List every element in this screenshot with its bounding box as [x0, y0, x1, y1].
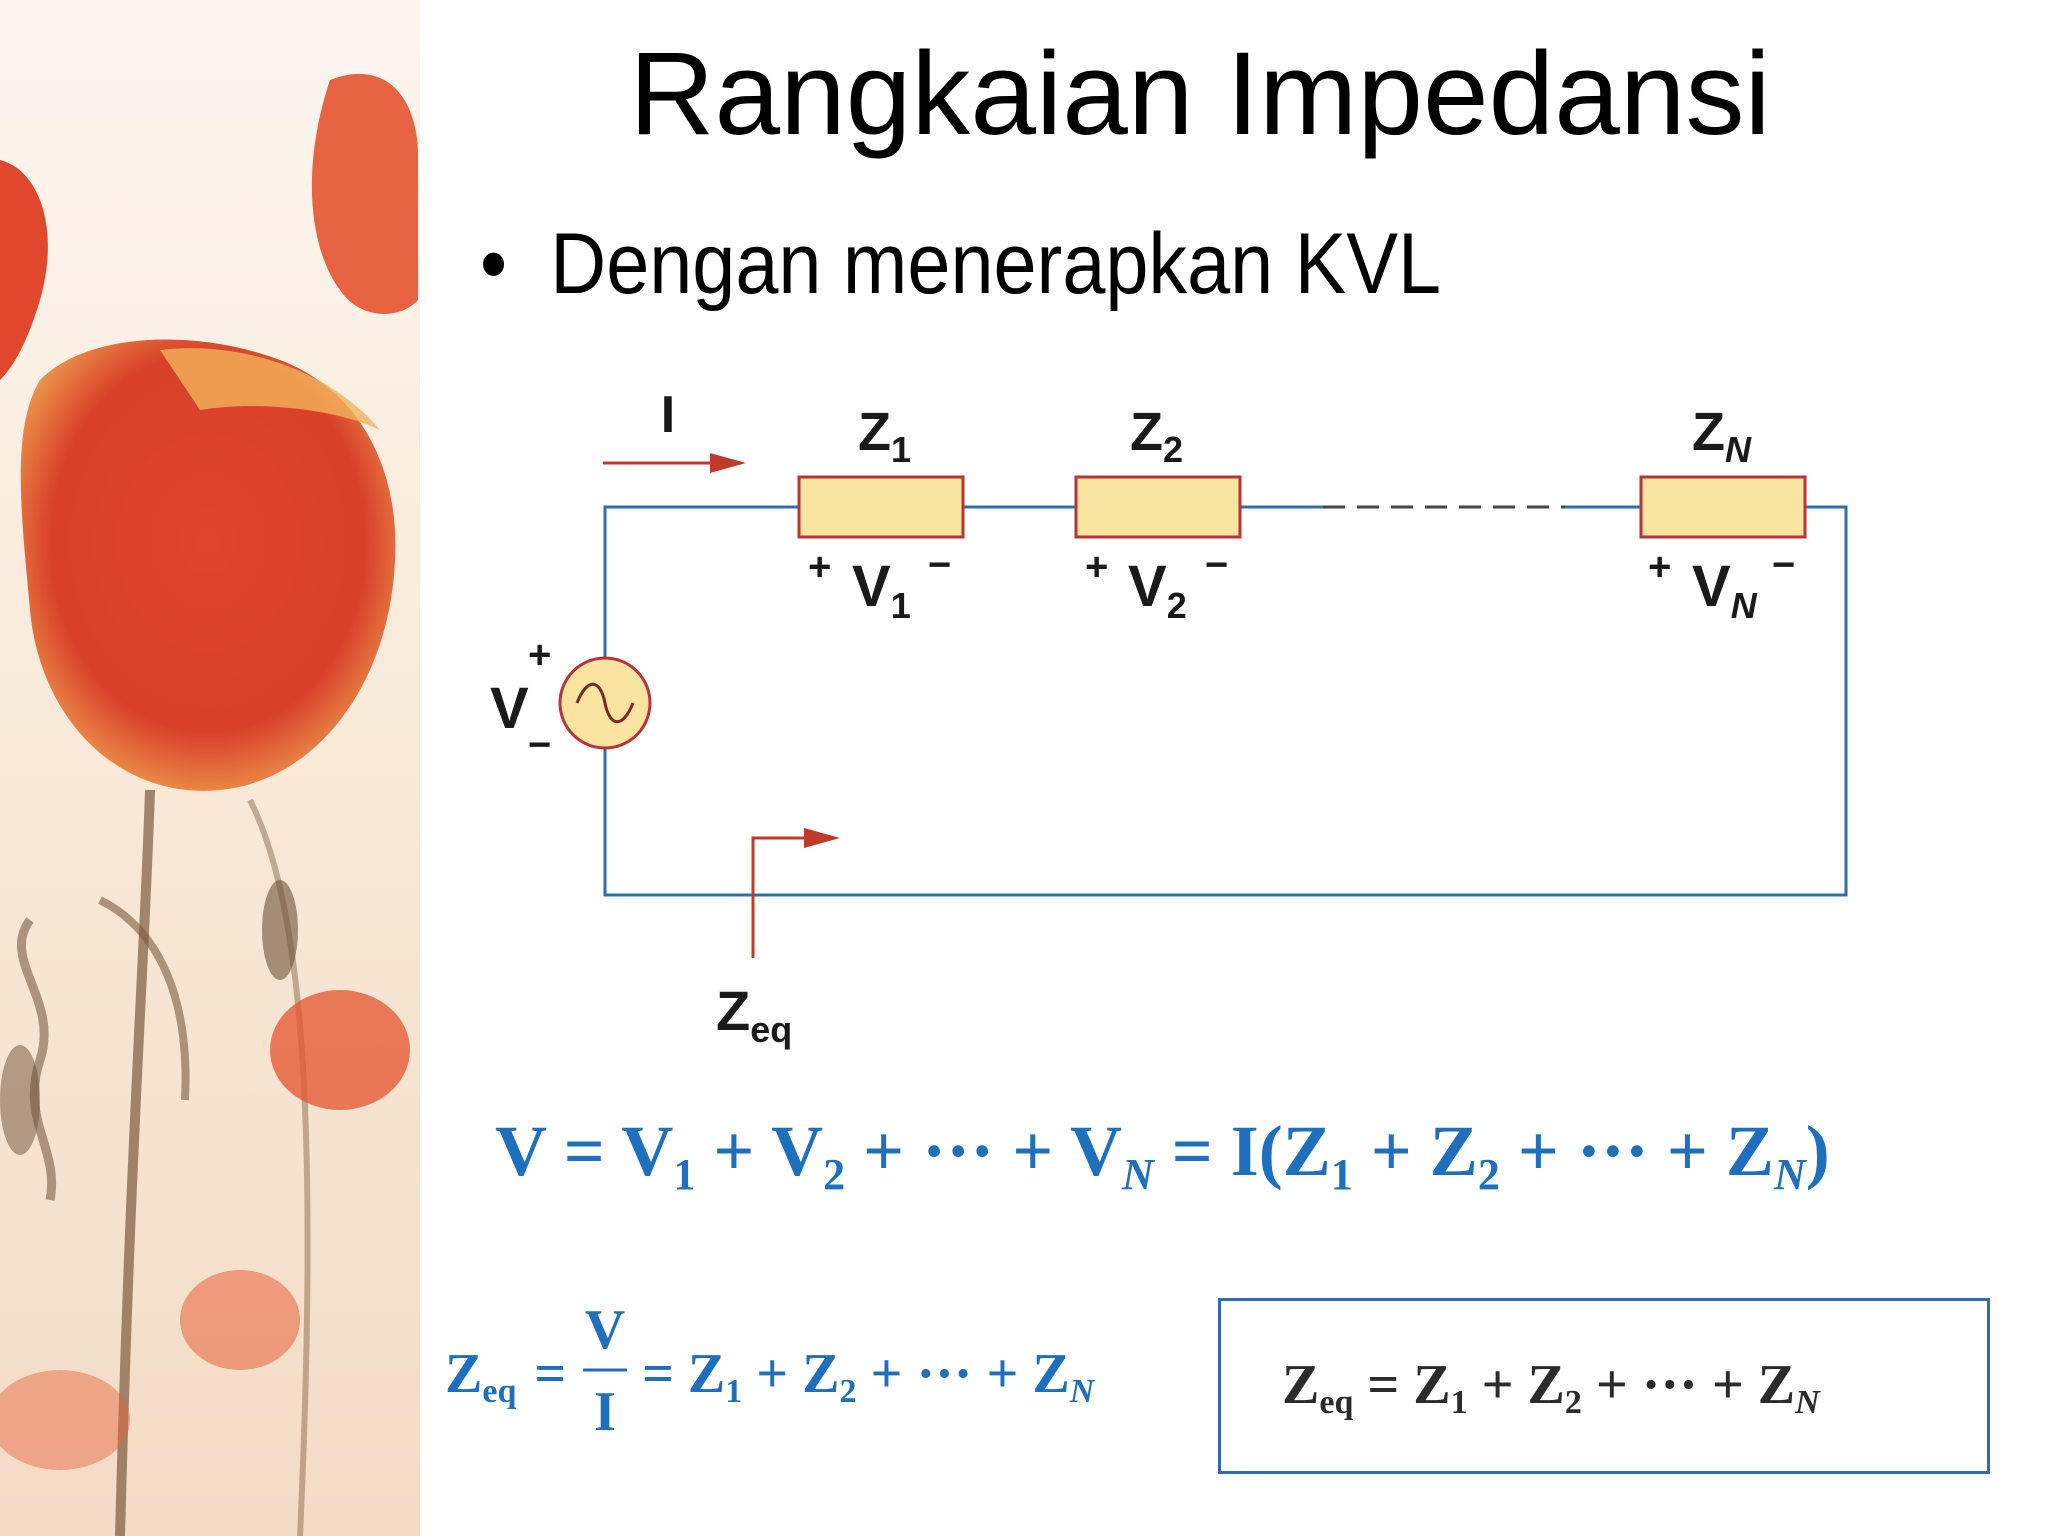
voltage-vn-minus: −: [1772, 543, 1795, 587]
zeq-fraction-numerator: V: [585, 1299, 625, 1361]
bullet-point: • Dengan menerapkan KVL: [480, 215, 1441, 314]
boxed-equation: Zeq = Z1 + Z2 + ··· + ZN: [1282, 1354, 1821, 1421]
impedance-zn: [1639, 475, 1807, 539]
impedance-z2: [1074, 475, 1242, 539]
voltage-v1-label: V1: [852, 554, 911, 626]
source-plus: +: [528, 633, 551, 677]
voltage-v1-minus: −: [928, 543, 951, 587]
zeq-fraction-denominator: I: [594, 1381, 616, 1443]
boxed-equation-frame: [1218, 1298, 1990, 1474]
voltage-v2-minus: −: [1205, 543, 1228, 587]
wire-right-bottom: [603, 505, 1848, 897]
voltage-vn-label: VN: [1692, 554, 1758, 626]
poppy-background-image: [0, 0, 420, 1536]
slide-title: Rangkaian Impedansi: [629, 28, 1771, 160]
current-label: I: [661, 386, 675, 444]
zeq-fraction-lhs: Zeq=: [445, 1343, 566, 1410]
voltage-v2-label: V2: [1128, 554, 1187, 626]
source-voltage-label: V: [490, 676, 529, 741]
current-arrow: [603, 453, 746, 473]
ac-source-icon: [558, 656, 652, 750]
voltage-v2-plus: +: [1085, 545, 1108, 589]
kvl-equation: V = V1 + V2 + ··· + VN = I(Z1 + Z2 + ···…: [495, 1111, 1830, 1199]
impedance-z1-label: Z1: [858, 402, 911, 470]
bullet-marker: •: [480, 216, 508, 312]
wire-left-top: [603, 505, 799, 658]
circuit-wires: [603, 505, 1848, 897]
zeq-label: Zeq: [716, 979, 792, 1050]
voltage-v1-plus: +: [808, 545, 831, 589]
impedance-z1: [797, 475, 965, 539]
impedance-z2-label: Z2: [1130, 402, 1183, 470]
zeq-arrow: [751, 828, 840, 958]
source-minus: −: [528, 723, 551, 767]
bullet-text: Dengan menerapkan KVL: [550, 216, 1442, 312]
voltage-vn-plus: +: [1648, 545, 1671, 589]
impedance-zn-label: ZN: [1692, 402, 1752, 470]
zeq-fraction-rhs: = Z1 + Z2 + ··· + ZN: [642, 1343, 1096, 1410]
